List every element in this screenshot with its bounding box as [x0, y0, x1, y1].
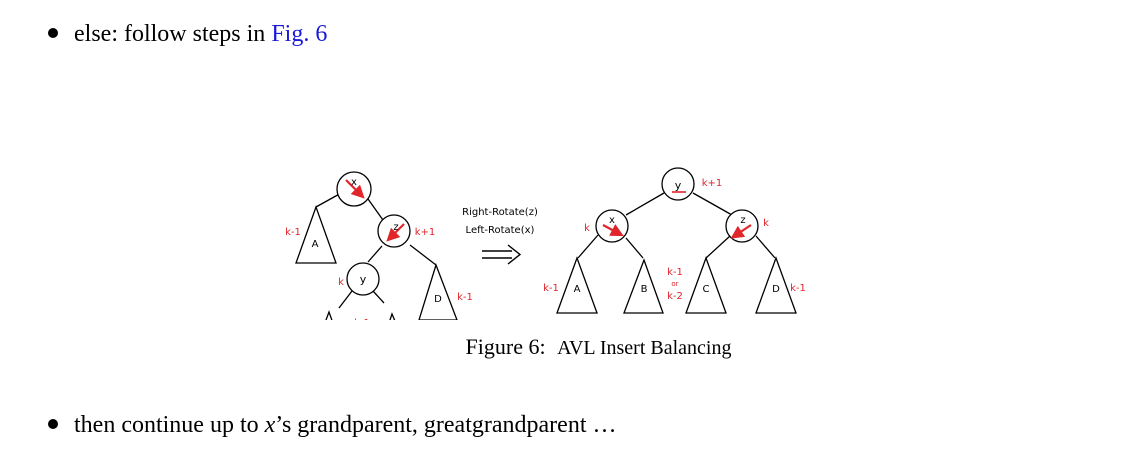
label-node-y-before: y [360, 273, 367, 286]
edge-y-b [338, 290, 353, 309]
height-z-before: k+1 [415, 227, 436, 238]
subtree-c-before [389, 312, 396, 320]
height-bc-after-or: or [671, 280, 678, 288]
edge-y-x-after [625, 192, 665, 216]
height-a-before: k-1 [285, 227, 301, 238]
height-y-before: k [338, 277, 344, 288]
label-node-y-after: y [675, 179, 682, 192]
node-y-before [346, 262, 380, 296]
height-z-after: k [763, 218, 769, 229]
label-node-z-after: z [740, 215, 745, 226]
subtree-d-before [418, 263, 458, 320]
label-sub-d-before: D [434, 294, 442, 305]
bullet-else-line: else: follow steps in Fig. 6 [48, 20, 327, 48]
edge-z-y [367, 245, 383, 263]
height-bc-after-1: k-1 [667, 267, 683, 278]
edge-z-d [409, 244, 437, 266]
subtree-c-after [685, 256, 727, 314]
subtree-b-before [325, 310, 333, 320]
math-var-x: x [264, 412, 276, 438]
edge-z-c-after [705, 235, 731, 259]
balance-arrow-z-icon [386, 223, 405, 242]
label-node-x-after: x [609, 215, 615, 226]
caption-label: Figure 6: [465, 334, 546, 359]
height-y-after: k+1 [702, 178, 723, 189]
bullet-continue-line: then continue up to x’s grandparent, gre… [48, 411, 617, 439]
balance-arrow-x-after-icon [602, 224, 624, 237]
height-bc-before-1: k-1 [354, 318, 370, 320]
figure-caption: Figure 6: AVL Insert Balancing [0, 333, 1127, 362]
label-sub-d-after: D [772, 284, 780, 295]
edge-x-z [367, 198, 384, 221]
balance-arrow-x-icon [345, 179, 365, 199]
else-text: else: follow steps in [74, 21, 272, 47]
subtree-a-after [556, 256, 598, 314]
before-tree [295, 171, 458, 320]
arrow-label-right-rotate: Right-Rotate(z) [462, 207, 538, 218]
height-a-after: k-1 [543, 283, 559, 294]
label-sub-c-after: C [703, 284, 710, 295]
edge-z-d-after [755, 235, 776, 259]
label-node-x-before: x [351, 177, 357, 188]
caption-title: AVL Insert Balancing [557, 337, 732, 359]
label-sub-a-after: A [574, 284, 581, 295]
double-arrow-icon [482, 244, 522, 265]
edge-y-z-after [692, 192, 733, 216]
avl-rotation-diagram: x z y A D B C k-1 k+1 k k-1 k-1 or k-2 R… [285, 167, 806, 320]
continue-text-after: ’s grandparent, greatgrandparent … [275, 412, 617, 438]
label-node-z-before: z [393, 222, 398, 233]
balance-arrow-z-after-icon [730, 224, 752, 239]
bullet-icon [48, 419, 58, 430]
height-x-after: k [584, 223, 590, 234]
height-d-after: k-1 [790, 283, 806, 294]
edge-x-b-after [625, 237, 644, 259]
continue-text-before: then continue up to [74, 412, 265, 438]
label-sub-a-before: A [312, 239, 319, 250]
subtree-d-after [755, 256, 797, 314]
arrow-label-left-rotate: Left-Rotate(x) [466, 225, 535, 236]
subtree-b-after [623, 258, 664, 314]
subtree-a-before [295, 205, 337, 264]
height-d-before: k-1 [457, 292, 473, 303]
figure-ref-link[interactable]: Fig. 6 [271, 21, 328, 47]
height-bc-after-2: k-2 [667, 291, 683, 302]
figure-6: x z y A D B C k-1 k+1 k k-1 k-1 or k-2 R… [0, 80, 1127, 320]
edge-x-a-after [577, 234, 599, 259]
label-sub-b-after: B [641, 284, 648, 295]
edge-y-c [372, 290, 385, 304]
bullet-icon [48, 28, 58, 39]
